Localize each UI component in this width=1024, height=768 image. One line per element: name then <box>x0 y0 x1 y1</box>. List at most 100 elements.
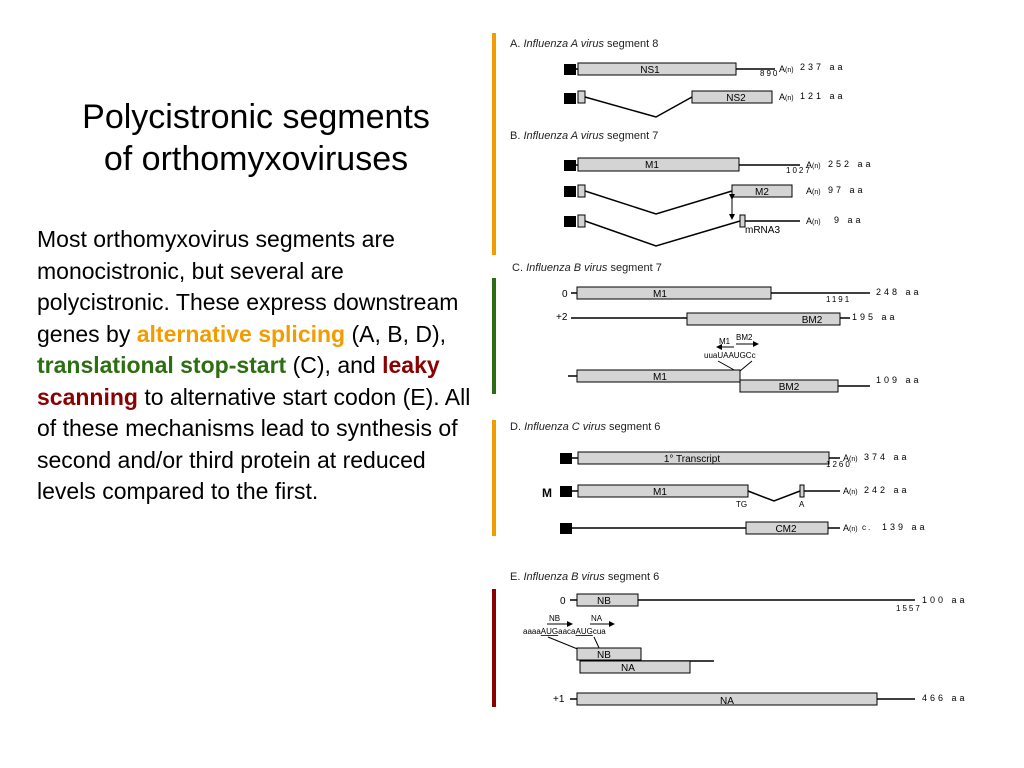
na-label-e: NA <box>621 663 635 674</box>
body-text-3: (C), and <box>286 352 383 378</box>
panel-a-title: A. Influenza A virus segment 8 <box>510 38 658 50</box>
frame-0-e: 0 <box>560 596 566 607</box>
term-translational-stop-start: translational stop-start <box>37 352 287 378</box>
ns1-box <box>577 62 737 76</box>
panel-b-title: B. Influenza A virus segment 7 <box>510 130 658 142</box>
nb-aa: 100 aa <box>922 595 968 605</box>
codon-bm2-label: BM2 <box>736 333 753 342</box>
bm2-box-c <box>686 312 841 326</box>
ns2-exon1 <box>577 90 586 104</box>
m2-splice <box>584 190 733 215</box>
title-line-2: of orthomyxoviruses <box>103 140 409 178</box>
cm2-aa: 139 aa <box>882 522 928 532</box>
polyA-b1: A(n) <box>806 160 821 170</box>
m1-aa-d: 242 aa <box>864 485 910 495</box>
panel-c-title: C. Influenza B virus segment 7 <box>512 262 662 274</box>
polyA-a2: A(n) <box>779 92 794 102</box>
m1-label-c2: M1 <box>653 372 667 383</box>
m2-exon1 <box>577 184 586 198</box>
panel-d-title: D. Influenza C virus segment 6 <box>510 421 660 433</box>
bm2-aa-c2: 109 aa <box>876 375 922 385</box>
nb-box-e <box>576 593 639 607</box>
polyA-b3: A(n) <box>806 216 821 226</box>
cap-d2 <box>560 486 572 497</box>
m1-box-c2 <box>576 369 741 383</box>
polyA-d2: A(n) <box>843 486 858 496</box>
slide-title: Polycistronic segments of orthomyxovirus… <box>40 96 472 180</box>
a-site-label: A <box>799 500 805 509</box>
m1-splice-d <box>747 490 801 502</box>
transcript-box <box>577 451 830 465</box>
cap-a1 <box>564 64 576 75</box>
transcript-label: 1° Transcript <box>664 454 720 465</box>
m-label-d: M <box>542 486 552 500</box>
mrna3-label: mRNA3 <box>745 225 780 236</box>
ns1-label: NS1 <box>640 65 660 76</box>
nb-label-e: NB <box>597 596 611 607</box>
polyA-d3: A(n) <box>843 523 858 533</box>
codon-m1-label: M1 <box>719 337 731 346</box>
transcript-length: 1260 <box>826 460 852 469</box>
frame-1-e: +1 <box>553 694 565 705</box>
nb-box-e2 <box>576 647 642 661</box>
body-text-1: Most orthomyxovirus segments are monocis… <box>37 226 459 347</box>
frame-2-c: +2 <box>556 312 568 323</box>
m1-label-b: M1 <box>645 160 659 171</box>
m1-aa-b: 252 aa <box>828 159 874 169</box>
m1-length-c: 1191 <box>826 295 851 304</box>
cm2-label: CM2 <box>775 524 797 535</box>
m1-box-c <box>576 286 772 300</box>
stop-start-sequence: uuaUAAUGCc <box>704 351 756 360</box>
cm2-box <box>745 521 829 535</box>
term-leaky-scanning: leaky scanning <box>37 352 440 410</box>
ns2-label: NS2 <box>726 93 746 104</box>
m1-aa-c: 248 aa <box>876 287 922 297</box>
cm2-c-dot: c. <box>862 523 872 532</box>
panel-e-title: E. Influenza B virus segment 6 <box>510 571 659 583</box>
leaky-sequence: aaaaAUGaacaAUGcua <box>523 627 606 636</box>
frame-0-c: 0 <box>562 289 568 300</box>
mrna3-box <box>739 214 746 228</box>
m1-length-b: 1027 <box>786 166 812 175</box>
m1-label-c: M1 <box>653 289 667 300</box>
transcript-aa: 374 aa <box>864 452 910 462</box>
bm2-label-c: BM2 <box>802 315 823 326</box>
m1-exon2-d <box>799 484 805 498</box>
ns2-aa: 121 aa <box>800 91 846 101</box>
cap-d3 <box>560 523 572 534</box>
tg-label: TG <box>736 500 747 509</box>
codon-na-label: NA <box>591 614 603 623</box>
splicing-bar-d <box>492 420 496 536</box>
title-line-1: Polycistronic segments <box>82 98 430 136</box>
bm2-aa-c: 195 aa <box>852 312 898 322</box>
bm2-box-c2 <box>739 379 839 393</box>
mrna3-exon1 <box>577 214 586 228</box>
m2-box <box>731 184 793 198</box>
ns1-aa: 237 aa <box>800 62 846 72</box>
nb-label-e2: NB <box>597 650 611 661</box>
body-text-2: (A, B, D), <box>345 320 447 347</box>
cap-d1 <box>560 453 572 464</box>
body-text-4: to alternative start codon (E). All of t… <box>37 383 471 505</box>
ns2-box <box>691 90 773 104</box>
bm2-label-c2: BM2 <box>779 382 800 393</box>
m1-label-d: M1 <box>653 487 667 498</box>
mrna3-aa: 9 aa <box>834 215 864 225</box>
mrna3-splice <box>584 220 741 247</box>
cap-b1 <box>564 160 576 171</box>
term-alternative-splicing: alternative splicing <box>136 320 346 347</box>
cap-b3 <box>564 216 576 227</box>
stop-start-bar-c <box>492 278 496 394</box>
m1-box-b <box>577 157 740 172</box>
na-box-e <box>579 660 691 674</box>
polyA-a1: A(n) <box>779 64 794 74</box>
na-aa: 466 aa <box>922 693 968 703</box>
m2-label: M2 <box>755 187 769 198</box>
na-label-e2: NA <box>720 696 734 707</box>
ns1-length: 890 <box>760 69 779 78</box>
cap-b2 <box>564 186 576 197</box>
body-paragraph: Most orthomyxovirus segments are monocis… <box>37 224 482 508</box>
m2-aa: 97 aa <box>828 185 866 195</box>
na-box-e2 <box>576 692 878 706</box>
